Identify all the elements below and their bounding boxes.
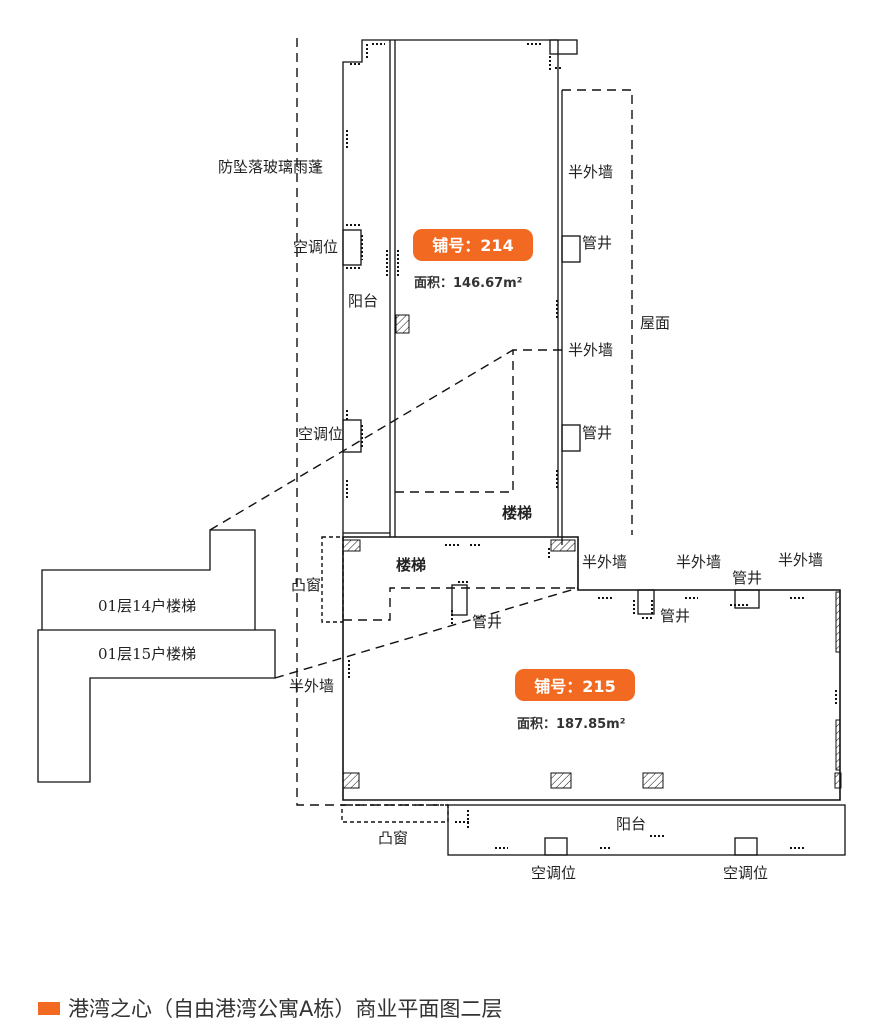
plan-title: 港湾之心（自由港湾公寓A栋）商业平面图二层 bbox=[68, 997, 503, 1021]
canopy-outline bbox=[296, 38, 448, 806]
roof-outline bbox=[562, 89, 633, 535]
half-wall-label: 半外墙 bbox=[568, 163, 613, 181]
pipe-shaft-label: 管井 bbox=[582, 424, 612, 442]
stairs-label: 楼梯 bbox=[396, 556, 426, 574]
shop-215-badge[interactable]: 铺号：215 bbox=[515, 669, 635, 701]
stair-14-label: 01层14户楼梯 bbox=[98, 597, 196, 615]
shop-214-number: 铺号：214 bbox=[432, 236, 513, 255]
balcony-label: 阳台 bbox=[616, 815, 646, 833]
half-wall-label: 半外墙 bbox=[568, 341, 613, 359]
shop-214-badge[interactable]: 铺号：214 bbox=[413, 229, 533, 261]
half-wall-label: 半外墙 bbox=[778, 551, 823, 569]
bay-window-label: 凸窗 bbox=[291, 576, 321, 594]
ac-label: 空调位 bbox=[531, 864, 576, 882]
pipe-shaft-label: 管井 bbox=[732, 569, 762, 587]
ac-label: 空调位 bbox=[293, 238, 338, 256]
canopy-label: 防坠落玻璃雨蓬 bbox=[218, 158, 323, 176]
balcony-label: 阳台 bbox=[348, 292, 378, 310]
stairs-label: 楼梯 bbox=[502, 504, 532, 522]
plan-caption: 港湾之心（自由港湾公寓A栋）商业平面图二层 bbox=[38, 993, 502, 1023]
pipe-shaft-label: 管井 bbox=[582, 234, 612, 252]
half-wall-label: 半外墙 bbox=[676, 553, 721, 571]
stair-dashed bbox=[209, 349, 579, 823]
shop-214-walls bbox=[342, 39, 581, 537]
pipe-shaft-label: 管井 bbox=[660, 607, 690, 625]
shop-215-walls bbox=[342, 536, 846, 856]
legend-square-icon bbox=[38, 1001, 60, 1015]
half-wall-label: 半外墙 bbox=[289, 677, 334, 695]
shop-215-area: 面积：187.85m² bbox=[517, 716, 625, 732]
stair-15-label: 01层15户楼梯 bbox=[98, 645, 196, 663]
shop-214-area: 面积：146.67m² bbox=[414, 275, 522, 291]
half-wall-label: 半外墙 bbox=[582, 553, 627, 571]
pipe-shaft-label: 管井 bbox=[472, 613, 502, 631]
shop-215-number: 铺号：215 bbox=[534, 677, 615, 696]
ac-label: 空调位 bbox=[298, 425, 343, 443]
ac-label: 空调位 bbox=[723, 864, 768, 882]
adjacent-stairs bbox=[37, 529, 276, 783]
roof-label: 屋面 bbox=[640, 314, 670, 332]
bay-window-label: 凸窗 bbox=[378, 829, 408, 847]
